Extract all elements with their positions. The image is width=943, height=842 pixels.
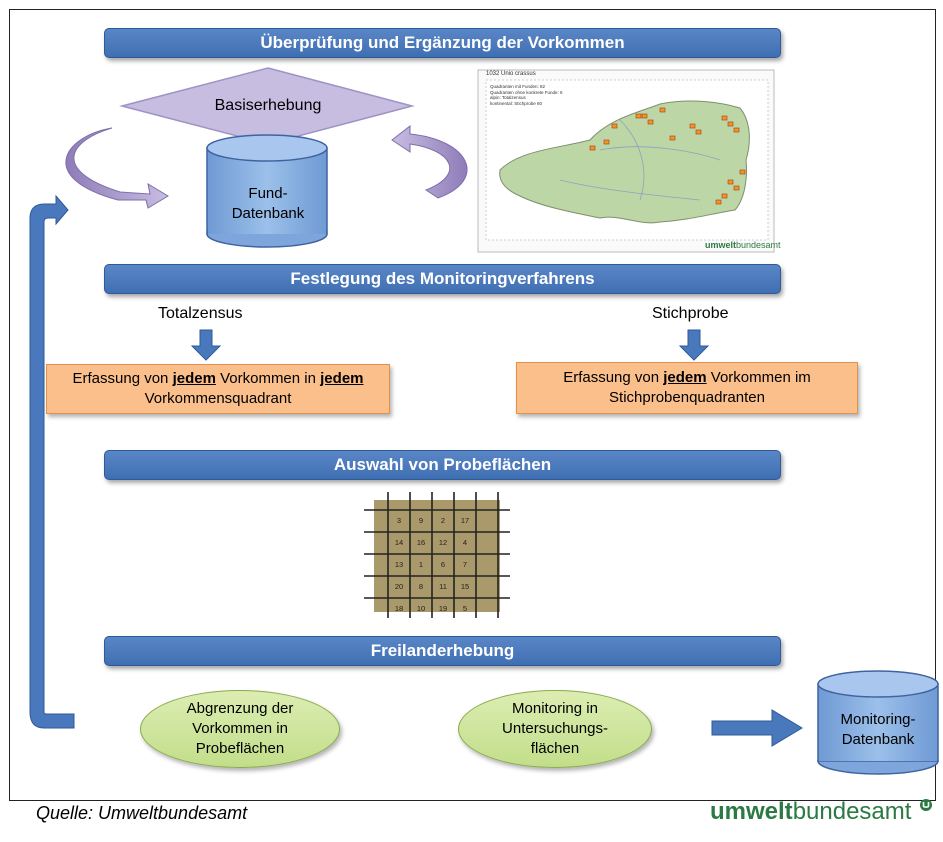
totalzensus-box: Erfassung von jedem Vorkommen in jedem V… (46, 364, 390, 414)
bar-auswahl: Auswahl von Probeflächen (104, 450, 781, 480)
fund-label-line: Datenbank (231, 205, 305, 222)
map-legend-item: Quadranten mit Funden: 82 (490, 84, 546, 89)
grid-cell-number: 18 (395, 604, 403, 613)
grid-cell-number: 9 (419, 516, 423, 525)
box-text: Erfassung von (72, 370, 173, 387)
stichprobe-label: Stichprobe (652, 305, 729, 322)
box-text: Vorkommen in (215, 370, 321, 387)
grid-cell-number: 2 (441, 516, 445, 525)
ellipse-line: Vorkommen in (192, 720, 288, 737)
monitoring-datenbank-cylinder (817, 670, 939, 775)
distribution-map (477, 69, 775, 253)
arrow-to-monitoring-db (711, 709, 803, 747)
source-caption: Quelle: Umweltbundesamt (36, 803, 248, 823)
box-bold: jedem (172, 370, 216, 387)
fund-label-line: Fund- (248, 185, 288, 202)
box-bold: jedem (320, 370, 364, 387)
logo-bold: umwelt (710, 798, 793, 825)
totalzensus-label: Totalzensus (158, 305, 243, 322)
grid-cell-number: 5 (463, 604, 467, 613)
ellipse-line: Probeflächen (195, 740, 285, 757)
grid-cell-number: 1 (419, 560, 423, 569)
grid-cell-number: 4 (463, 538, 467, 547)
logo-rest: bundesamt (792, 798, 912, 825)
box-text: Vorkommen im (706, 369, 811, 386)
logo-mark-icon (920, 799, 933, 811)
map-legend-item: Quadranten ohne konkrete Funde: 6 (490, 89, 563, 95)
box-text: Vorkommensquadrant (144, 390, 292, 407)
grid-cell-number: 3 (397, 516, 401, 525)
map-legend: Quadranten mit Funden: 82 Quadranten ohn… (490, 84, 563, 106)
ellipse-line: Untersuchungs- (502, 720, 608, 737)
fund-datenbank-label: Fund- Datenbank (210, 184, 326, 224)
diamond-label: Basiserhebung (214, 97, 322, 114)
stichprobe-box: Erfassung von jedem Vorkommen im Stichpr… (516, 362, 858, 414)
box-text: Erfassung von (563, 369, 664, 386)
ellipse-line: Monitoring in (512, 700, 598, 717)
map-logo: umweltbundesamt (705, 240, 781, 250)
box-bold: jedem (663, 369, 707, 386)
grid-cell-number: 7 (463, 560, 467, 569)
monitoring-label-line: Datenbank (841, 731, 915, 748)
grid-cell-number: 17 (461, 516, 469, 525)
grid-cell-number: 20 (395, 582, 403, 591)
map-logo-bold: umwelt (705, 240, 737, 250)
grid-cell-number: 19 (439, 604, 447, 613)
cycle-arrow-left (65, 127, 169, 209)
down-arrow-stichprobe (678, 329, 710, 361)
grid-cell-number: 10 (417, 604, 425, 613)
grid-cell-number: 8 (419, 582, 423, 591)
box-text: Stichprobenquadranten (609, 389, 765, 406)
fund-datenbank-cylinder (206, 134, 328, 248)
cycle-arrow-right (391, 124, 468, 199)
bar-festlegung: Festlegung des Monitoringverfahrens (104, 264, 781, 294)
grid-cell-number: 11 (439, 582, 447, 591)
map-logo-rest: bundesamt (736, 240, 781, 250)
map-title: 1032 Unio crassus (486, 71, 536, 77)
bar-freilanderhebung: Freilanderhebung (104, 636, 781, 666)
ellipse-monitoring: Monitoring in Untersuchungs- flächen (458, 690, 652, 768)
grid-cell-number: 12 (439, 538, 447, 547)
umweltbundesamt-logo: umweltbundesamt (710, 798, 933, 826)
down-arrow-totalzensus (190, 329, 222, 361)
grid-cell-number: 15 (461, 582, 469, 591)
ellipse-line: Abgrenzung der (186, 700, 294, 717)
grid-cell-number: 13 (395, 560, 403, 569)
monitoring-label-line: Monitoring- (840, 711, 916, 728)
feedback-arrow (29, 194, 75, 729)
map-legend-item: alpin: Totalzensus (490, 95, 526, 100)
ellipse-line: flächen (530, 740, 580, 757)
ellipse-abgrenzung: Abgrenzung der Vorkommen in Probeflächen (140, 690, 340, 768)
grid-cell-number: 14 (395, 538, 403, 547)
map-legend-item: kontinental: Stichprobe 60 (490, 100, 543, 106)
grid-cell-number: 16 (417, 538, 425, 547)
monitoring-datenbank-label: Monitoring- Datenbank (820, 710, 936, 750)
grid-cell-number: 6 (441, 560, 445, 569)
bar-ueberpruefung: Überprüfung und Ergänzung der Vorkommen (104, 28, 781, 58)
